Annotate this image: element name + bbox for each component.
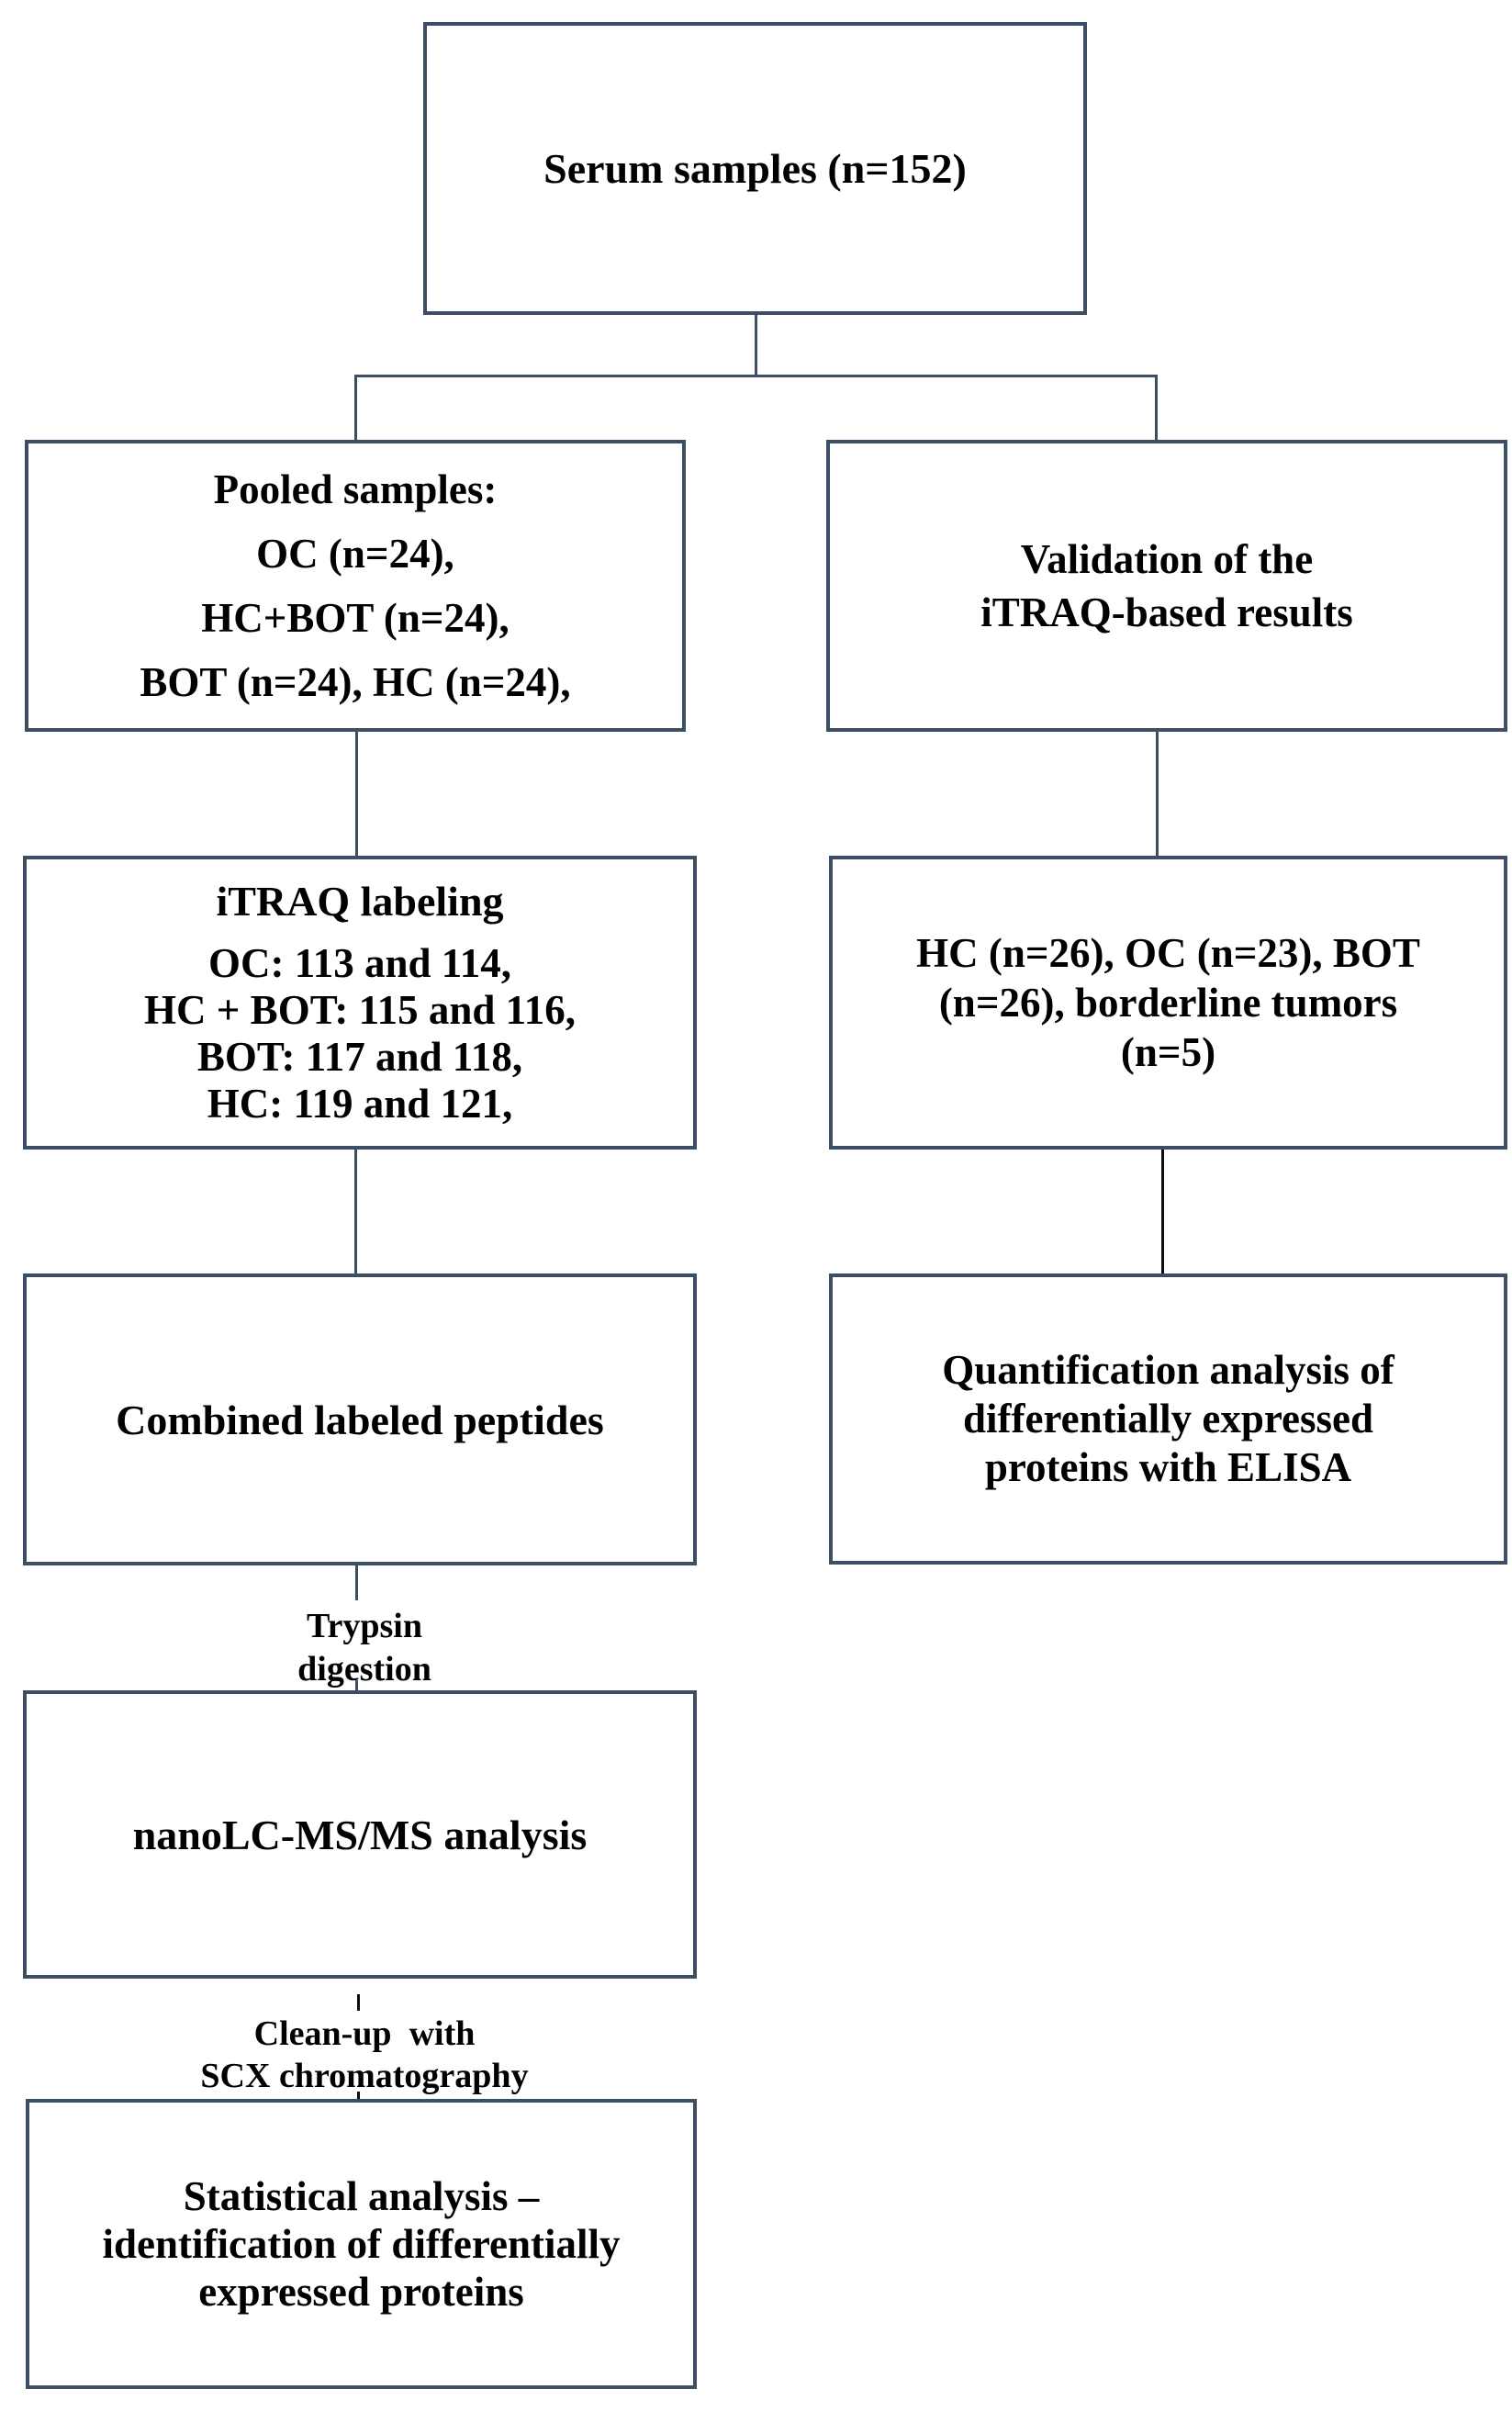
node-nanolc-analysis-text: nanoLC-MS/MS analysis <box>132 1811 588 1858</box>
edge-label-trypsin-line: Trypsin <box>306 1607 422 1645</box>
node-itraq-labeling: iTRAQ labeling OC: 113 and 114, HC + BOT… <box>23 856 697 1150</box>
node-validation-cohort-line: (n=5) <box>1120 1029 1216 1075</box>
node-elisa-quantification-line: differentially expressed <box>962 1396 1374 1442</box>
connector-validation-to-cohort <box>1156 732 1159 856</box>
connector-itraq-to-combined <box>354 1150 357 1273</box>
connector-nanolc-to-cleanup <box>357 1994 360 2011</box>
node-pooled-samples-line: Pooled samples: <box>213 466 498 512</box>
edge-label-scx-cleanup-line: Clean-up with <box>253 2014 476 2053</box>
node-itraq-labeling-line: OC: 113 and 114, <box>207 940 512 986</box>
node-validation-line: iTRAQ-based results <box>980 589 1353 635</box>
connector-serum-to-branch <box>755 315 757 376</box>
node-validation-cohort: HC (n=26), OC (n=23), BOT (n=26), border… <box>829 856 1507 1150</box>
node-combined-peptides: Combined labeled peptides <box>23 1273 697 1565</box>
node-elisa-quantification: Quantification analysis of differentiall… <box>829 1273 1507 1565</box>
connector-pooled-to-itraq <box>355 732 358 856</box>
connector-branch-to-validation <box>1155 375 1158 441</box>
node-serum-samples: Serum samples (n=152) <box>423 22 1087 315</box>
node-validation-cohort-line: (n=26), borderline tumors <box>938 980 1398 1026</box>
node-statistical-analysis-line: expressed proteins <box>198 2269 524 2315</box>
node-pooled-samples: Pooled samples: OC (n=24), HC+BOT (n=24)… <box>25 440 686 732</box>
node-itraq-labeling-line: HC + BOT: 115 and 116, <box>144 987 576 1033</box>
node-statistical-analysis-line: identification of differentially <box>102 2221 621 2267</box>
node-itraq-labeling-line: HC: 119 and 121, <box>207 1081 513 1127</box>
node-elisa-quantification-line: Quantification analysis of <box>942 1347 1394 1393</box>
edge-label-scx-cleanup: Clean-up with SCX chromatography <box>165 2013 564 2097</box>
node-validation-line: Validation of the <box>1020 536 1314 582</box>
connector-branch-horizontal <box>354 375 1158 377</box>
node-serum-samples-text: Serum samples (n=152) <box>543 145 967 192</box>
node-validation-cohort-line: HC (n=26), OC (n=23), BOT <box>916 930 1420 976</box>
node-itraq-labeling-line: BOT: 117 and 118, <box>196 1034 523 1080</box>
edge-label-trypsin-line: digestion <box>297 1650 431 1688</box>
node-combined-peptides-text: Combined labeled peptides <box>116 1396 604 1443</box>
node-nanolc-analysis: nanoLC-MS/MS analysis <box>23 1690 697 1979</box>
connector-branch-to-pooled <box>354 375 357 441</box>
connector-cohort-to-elisa <box>1161 1150 1164 1275</box>
node-elisa-quantification-line: proteins with ELISA <box>984 1444 1352 1490</box>
node-statistical-analysis-line: Statistical analysis – <box>183 2173 540 2219</box>
connector-trypsin-to-nanolc <box>355 1680 358 1691</box>
connector-cleanup-to-statistical <box>357 2092 360 2100</box>
edge-label-trypsin-digestion: Trypsin digestion <box>227 1605 502 1691</box>
connector-combined-to-trypsin <box>355 1565 358 1600</box>
node-validation: Validation of the iTRAQ-based results <box>826 440 1507 732</box>
node-itraq-labeling-heading: iTRAQ labeling <box>216 878 504 925</box>
node-pooled-samples-line: HC+BOT (n=24), <box>201 595 510 641</box>
node-statistical-analysis: Statistical analysis – identification of… <box>26 2099 697 2389</box>
node-pooled-samples-line: BOT (n=24), HC (n=24), <box>140 659 571 705</box>
edge-label-scx-cleanup-line: SCX chromatography <box>200 2057 529 2095</box>
node-pooled-samples-line: OC (n=24), <box>256 531 454 577</box>
